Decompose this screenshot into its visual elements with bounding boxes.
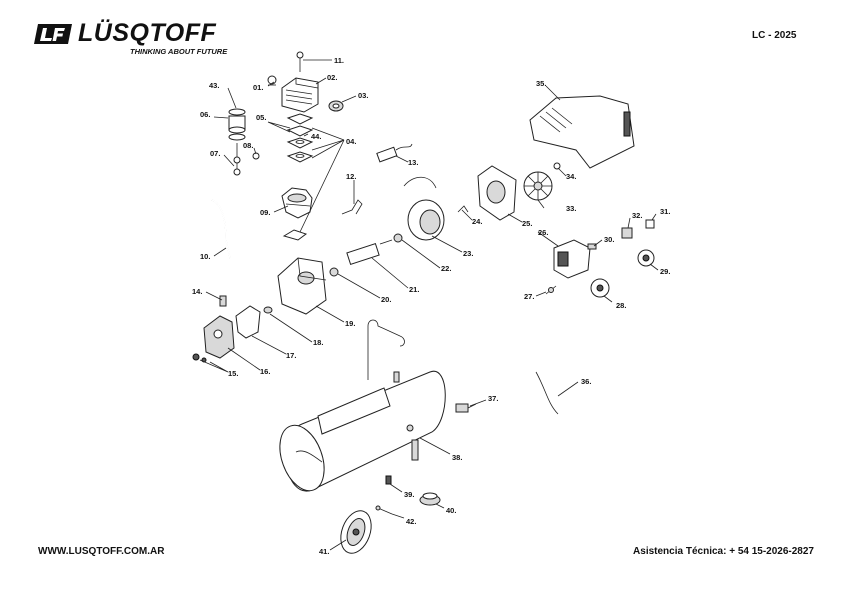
part-label-23: 23. [463, 249, 473, 258]
part-label-42: 42. [406, 517, 416, 526]
part-26-switch-drawing [553, 239, 591, 279]
part-21-shaft-drawing [346, 239, 393, 265]
brand-tagline: THINKING ABOUT FUTURE [130, 47, 228, 56]
part-label-32: 32. [632, 211, 642, 220]
part-22-drawing [393, 233, 403, 243]
part-18-drawing [263, 306, 273, 314]
part-label-33: 33. [566, 204, 576, 213]
part-label-37: 37. [488, 394, 498, 403]
part-23-stator-drawing [403, 176, 445, 241]
part-label-08: 08. [243, 141, 253, 150]
part-label-15: 15. [228, 369, 238, 378]
part-label-29: 29. [660, 267, 670, 276]
part-label-04: 04. [346, 137, 356, 146]
part-label-13: 13. [408, 158, 418, 167]
brand-mark-icon [34, 24, 72, 44]
part-label-28: 28. [616, 301, 626, 310]
part-27-drawing [545, 285, 557, 295]
part-label-05: 05. [256, 113, 266, 122]
part-34-drawing [553, 162, 561, 170]
part-label-10: 10. [200, 252, 210, 261]
part-05-44-04-plates-drawing [286, 113, 314, 163]
website-link[interactable]: WWW.LUSQTOFF.COM.AR [38, 546, 165, 557]
part-label-18: 18. [313, 338, 323, 347]
part-label-14: 14. [192, 287, 202, 296]
part-13-drawing [376, 143, 413, 163]
part-20-drawing [329, 267, 339, 277]
part-label-21: 21. [409, 285, 419, 294]
part-label-41: 41. [319, 547, 329, 556]
part-25-end-cover-drawing [477, 165, 517, 221]
part-label-25: 25. [522, 219, 532, 228]
part-label-44: 44. [311, 132, 321, 141]
model-number: LC - 2025 [752, 30, 797, 41]
part-29-gauge-drawing [637, 249, 655, 267]
part-label-35: 35. [536, 79, 546, 88]
part-41-wheel-drawing [340, 510, 372, 554]
part-15-drawing [192, 353, 207, 363]
part-36-hose-drawing [535, 371, 559, 415]
brand-logo: LÜSQTOFF THINKING ABOUT FUTURE [34, 19, 244, 60]
part-12-drawing [341, 199, 363, 215]
part-10-tube-drawing [211, 199, 231, 259]
part-33-fan-drawing [523, 171, 553, 201]
part-label-26: 26. [538, 228, 548, 237]
part-39-drawing [385, 475, 392, 485]
part-label-17: 17. [286, 351, 296, 360]
part-label-11: 11. [334, 56, 344, 65]
part-label-09: 09. [260, 208, 270, 217]
part-label-20: 20. [381, 295, 391, 304]
part-14-drawing [219, 295, 227, 307]
part-label-03: 03. [358, 91, 368, 100]
part-30-drawing [587, 243, 597, 250]
part-07-rod-drawing [233, 143, 241, 176]
part-label-06: 06. [200, 110, 210, 119]
part-label-40: 40. [446, 506, 456, 515]
part-11-screw-drawing [296, 51, 304, 72]
part-label-43: 43. [209, 81, 219, 90]
support-phone: Asistencia Técnica: + 54 15-2026-2827 [633, 546, 814, 557]
part-label-01: 01. [253, 83, 263, 92]
part-43-06-piston-drawing [228, 108, 246, 141]
part-38-tank-drawing [279, 319, 446, 492]
part-label-36: 36. [581, 377, 591, 386]
part-label-22: 22. [441, 264, 451, 273]
part-02-cylinder-head-drawing [281, 77, 319, 113]
part-17-gasket-drawing [235, 305, 261, 339]
part-label-31: 31. [660, 207, 670, 216]
part-label-38: 38. [452, 453, 462, 462]
part-40-foot-drawing [419, 492, 441, 506]
part-16-cover-drawing [203, 315, 235, 359]
part-label-02: 02. [327, 73, 337, 82]
brand-name: LÜSQTOFF [78, 19, 217, 47]
part-label-07: 07. [210, 149, 220, 158]
part-04-lower-gasket-drawing [282, 229, 308, 241]
part-28-gauge-drawing [590, 278, 610, 298]
leader-lines [199, 59, 659, 551]
part-label-30: 30. [604, 235, 614, 244]
part-label-16: 16. [260, 367, 270, 376]
part-35-shroud-drawing [529, 95, 635, 169]
part-19-crankcase-drawing [277, 257, 327, 315]
part-label-12: 12. [346, 172, 356, 181]
part-42-bolt-drawing [375, 505, 393, 515]
part-label-19: 19. [345, 319, 355, 328]
part-label-24: 24. [472, 217, 482, 226]
part-31-32-drawing [621, 219, 655, 239]
part-03-drawing [328, 100, 344, 112]
part-09-cylinder-drawing [281, 187, 313, 219]
part-label-34: 34. [566, 172, 576, 181]
part-label-27: 27. [524, 292, 534, 301]
part-24-drawing [457, 205, 469, 213]
part-label-39: 39. [404, 490, 414, 499]
